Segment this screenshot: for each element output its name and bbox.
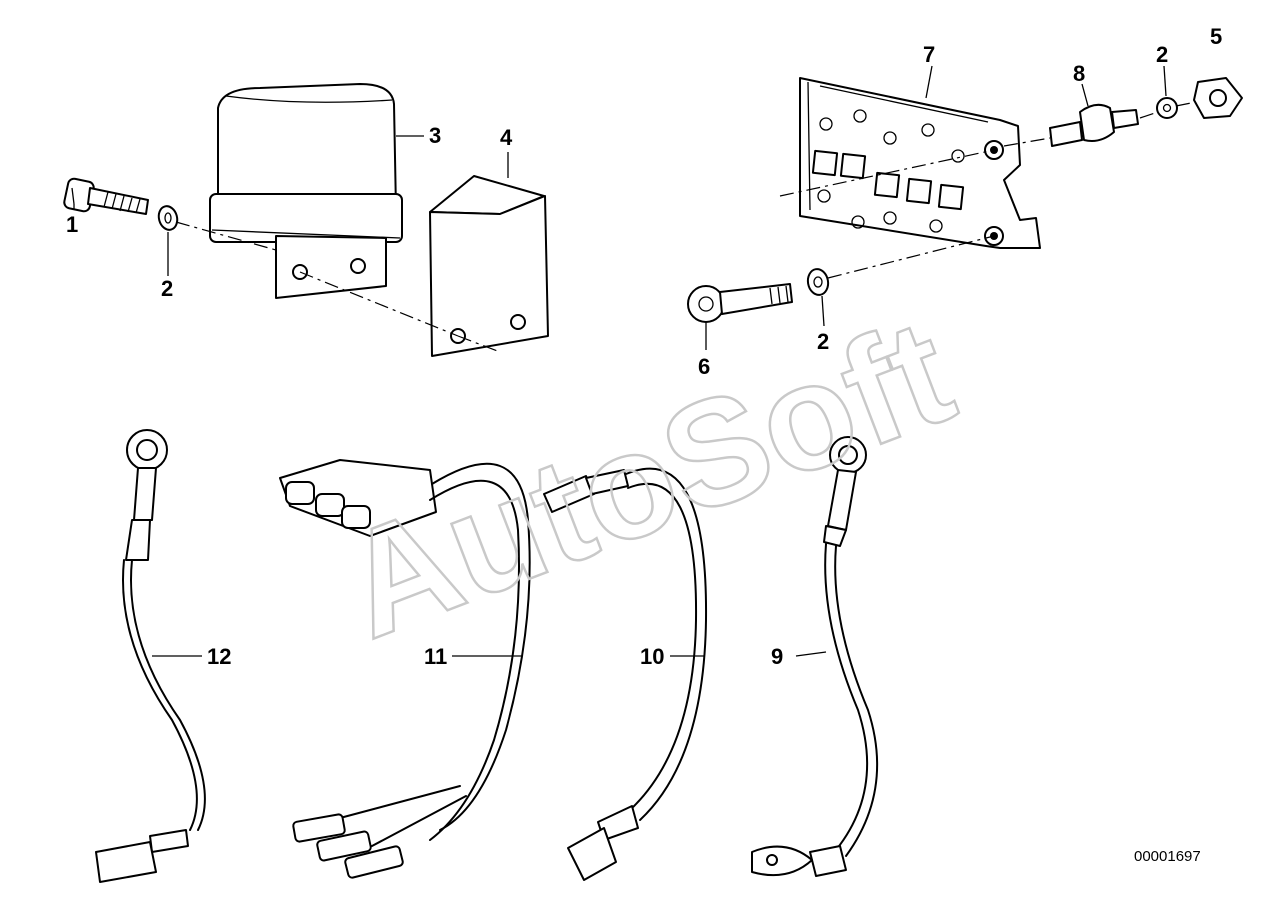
callout-11: 11 <box>424 644 447 669</box>
callout-6: 6 <box>698 354 710 379</box>
callout-2-left: 2 <box>161 276 173 301</box>
callout-12: 12 <box>207 644 231 669</box>
part-2-washer-top-right <box>1156 97 1178 119</box>
callout-numbers: 1 2 3 4 7 8 2 5 6 2 12 11 10 9 <box>66 24 1222 669</box>
part-6-bolt <box>687 283 793 323</box>
callout-7: 7 <box>923 42 935 67</box>
part-4-bracket <box>429 175 549 357</box>
part-7-regulator-plate <box>799 77 1041 249</box>
callout-2-top-right: 2 <box>1156 42 1168 67</box>
callout-4: 4 <box>500 125 513 150</box>
callout-2-lower-right: 2 <box>817 329 829 354</box>
callout-8: 8 <box>1073 61 1085 86</box>
part-2-washer-left <box>157 205 179 231</box>
assembly-lines <box>175 101 1197 353</box>
part-12-cable <box>95 429 206 883</box>
callout-9: 9 <box>771 644 783 669</box>
callout-5: 5 <box>1210 24 1222 49</box>
part-5-nut <box>1193 77 1243 119</box>
part-9-cable <box>751 436 879 877</box>
reference-code: 00001697 <box>1134 848 1201 865</box>
callout-1: 1 <box>66 212 78 237</box>
part-10-cable <box>543 467 708 881</box>
callout-3: 3 <box>429 123 441 148</box>
part-2-washer-lower-right <box>806 268 830 296</box>
callout-10: 10 <box>640 644 664 669</box>
part-8-stud <box>1049 103 1139 147</box>
part-3-relay <box>209 83 403 299</box>
part-1-bolt <box>63 177 149 215</box>
callout-leaders <box>73 65 1167 657</box>
part-11-harness <box>279 459 531 879</box>
watermark: AutoSoft <box>321 286 972 670</box>
